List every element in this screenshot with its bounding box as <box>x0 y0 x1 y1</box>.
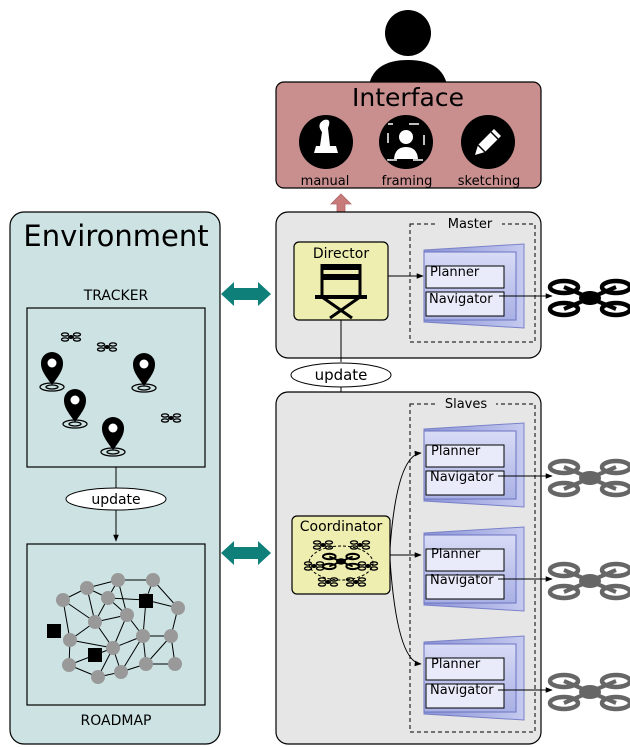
slaves-group <box>409 403 536 733</box>
roadmap-label: ROADMAP <box>81 713 152 729</box>
slave-planner-label: Planner <box>431 444 481 459</box>
slave-navigator-label: Navigator <box>430 573 494 588</box>
master-title: Master <box>448 217 493 232</box>
coordinator-swarm-icon <box>303 540 379 587</box>
slave-planner-label: Planner <box>431 657 481 672</box>
slave-drone-icon <box>550 461 630 495</box>
environment-title: Environment <box>23 219 208 253</box>
slave-navigator-label: Navigator <box>430 683 494 698</box>
coordinator-label: Coordinator <box>300 519 383 535</box>
director-update-label: update <box>315 366 368 384</box>
interface-title: Interface <box>352 83 464 112</box>
pencil-icon[interactable] <box>461 115 515 169</box>
mode-label-sketching: sketching <box>458 174 520 189</box>
slave-planner-label: Planner <box>431 547 481 562</box>
slave-drone-icon <box>550 564 630 598</box>
slave-planner-stack <box>423 635 525 721</box>
tracker-label: TRACKER <box>83 288 149 304</box>
user-icon <box>368 10 448 92</box>
slave-navigator-label: Navigator <box>430 470 494 485</box>
master-planner-label: Planner <box>430 265 480 280</box>
joystick-icon[interactable] <box>299 115 353 169</box>
slave-planner-stack <box>423 422 525 508</box>
environment-update-label: update <box>91 492 140 508</box>
environment-master-arrow <box>221 282 271 306</box>
master-planner-stack <box>423 243 525 329</box>
master-navigator-label: Navigator <box>429 292 493 307</box>
slave-drone-icon <box>550 675 630 709</box>
slave-planner-stack <box>423 526 525 612</box>
roadmap-obstacles <box>47 594 153 662</box>
mode-label-framing: framing <box>382 174 433 189</box>
master-group <box>409 223 536 343</box>
framing-icon[interactable] <box>379 115 433 169</box>
environment-slaves-arrow <box>221 541 271 565</box>
mode-label-manual: manual <box>301 174 350 189</box>
slaves-title: Slaves <box>445 397 488 412</box>
master-drone-icon <box>550 281 630 315</box>
director-chair-icon <box>315 264 367 320</box>
director-label: Director <box>313 246 369 262</box>
